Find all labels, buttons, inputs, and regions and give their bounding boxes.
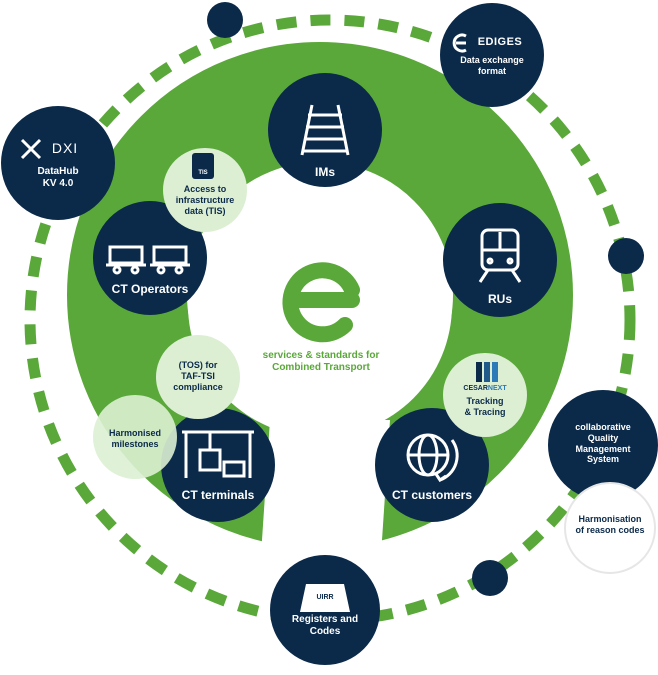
dxi-logo-icon — [20, 138, 42, 160]
center-caption-line2: Combined Transport — [272, 362, 370, 373]
quality-line4: System — [586, 454, 620, 465]
ct-operators-label: CT Operators — [111, 282, 189, 296]
node-ct-customers[interactable] — [375, 408, 489, 522]
milestones-line2: milestones — [111, 438, 159, 449]
tis-logo-icon — [192, 153, 214, 179]
node-ct-operators[interactable] — [93, 201, 207, 315]
cesar-logo-b: NEXT — [487, 385, 507, 392]
xdxi-line2: KV 4.0 — [42, 178, 74, 189]
railway-track-icon — [300, 104, 350, 156]
ims-label: IMs — [314, 165, 335, 179]
node-ims[interactable] — [268, 73, 382, 187]
cesar-logo-a: CESAR — [463, 385, 488, 392]
orbit-dot-right — [608, 238, 644, 274]
reason-codes-line2: of reason codes — [575, 524, 645, 535]
ediges-text: Data exchange format — [447, 55, 537, 77]
ediges-line2: format — [477, 65, 506, 76]
outer-dashed-orbit — [24, 14, 636, 626]
cesar-line1: Tracking — [466, 396, 504, 406]
xdxi-line1: DataHub — [37, 166, 79, 177]
tos-bubble-text: (TOS) for TAF-TSI compliance — [158, 360, 238, 392]
outer-node-ediges[interactable] — [440, 3, 544, 107]
tis-line3: data (TIS) — [184, 205, 226, 216]
reason-codes-line1: Harmonisation — [578, 514, 642, 524]
uirr-logo-icon — [300, 584, 350, 612]
cesar-logo-text: CESARNEXT — [445, 385, 525, 393]
rus-label: RUs — [487, 292, 512, 306]
tis-line1: Access to — [183, 184, 227, 194]
terminal-crane-icon — [182, 430, 254, 478]
freight-wagons-icon — [106, 245, 190, 275]
ediges-logo-text: EDIGES — [477, 36, 523, 48]
cesar-logo-icon — [476, 362, 498, 382]
cesar-line2: & Tracing — [464, 406, 506, 417]
tos-line2: TAF-TSI — [181, 370, 215, 381]
tis-logo-text: TIS — [198, 170, 208, 176]
ct-customers-label: CT customers — [391, 488, 473, 502]
center-caption: services & standards for Combined Transp… — [236, 350, 406, 374]
node-ct-terminals[interactable] — [161, 408, 275, 522]
node-rus[interactable] — [443, 203, 557, 317]
bubble-tis[interactable] — [163, 148, 247, 232]
tis-bubble-text: Access to infrastructure data (TIS) — [165, 184, 245, 216]
ring-gap — [260, 420, 390, 570]
orbit-dot-top — [207, 2, 243, 38]
train-front-icon — [478, 228, 522, 283]
dxi-logo-text: DXI — [51, 140, 79, 156]
registers-line1: Registers and — [291, 614, 359, 625]
reason-codes-text: Harmonisation of reason codes — [566, 514, 654, 536]
registers-line2: Codes — [309, 626, 341, 637]
registers-text: Registers and Codes — [280, 614, 370, 638]
uirr-logo-text: UIRR — [316, 594, 334, 601]
cesar-bubble-text: Tracking & Tracing — [445, 396, 525, 418]
globe-arrow-icon — [406, 433, 459, 483]
tis-line2: infrastructure — [175, 194, 235, 205]
quality-line1: collaborative — [575, 422, 631, 432]
outer-node-xdxi[interactable] — [1, 106, 115, 220]
milestones-bubble-text: Harmonised milestones — [95, 428, 175, 450]
xdxi-text: DataHub KV 4.0 — [18, 166, 98, 190]
ct-terminals-label: CT terminals — [181, 488, 255, 502]
quality-line3: Management — [575, 443, 631, 454]
ediges-logo-icon — [452, 33, 467, 53]
bubble-tos[interactable] — [156, 335, 240, 419]
bubble-reason-codes[interactable] — [564, 482, 656, 574]
ediges-line1: Data exchange — [460, 55, 524, 65]
center-caption-line1: services & standards for — [262, 350, 380, 361]
bubble-cesar[interactable] — [443, 353, 527, 437]
quality-text: collaborative Quality Management System — [558, 422, 648, 465]
tos-line1: (TOS) for — [178, 360, 218, 370]
tos-line3: compliance — [173, 381, 223, 392]
bubble-milestones[interactable] — [93, 395, 177, 479]
e-logo-icon — [282, 262, 360, 343]
quality-line2: Quality — [587, 432, 619, 443]
outer-node-quality[interactable] — [548, 390, 658, 500]
orbit-dot-bottom-right — [472, 560, 508, 596]
milestones-line1: Harmonised — [108, 428, 161, 438]
